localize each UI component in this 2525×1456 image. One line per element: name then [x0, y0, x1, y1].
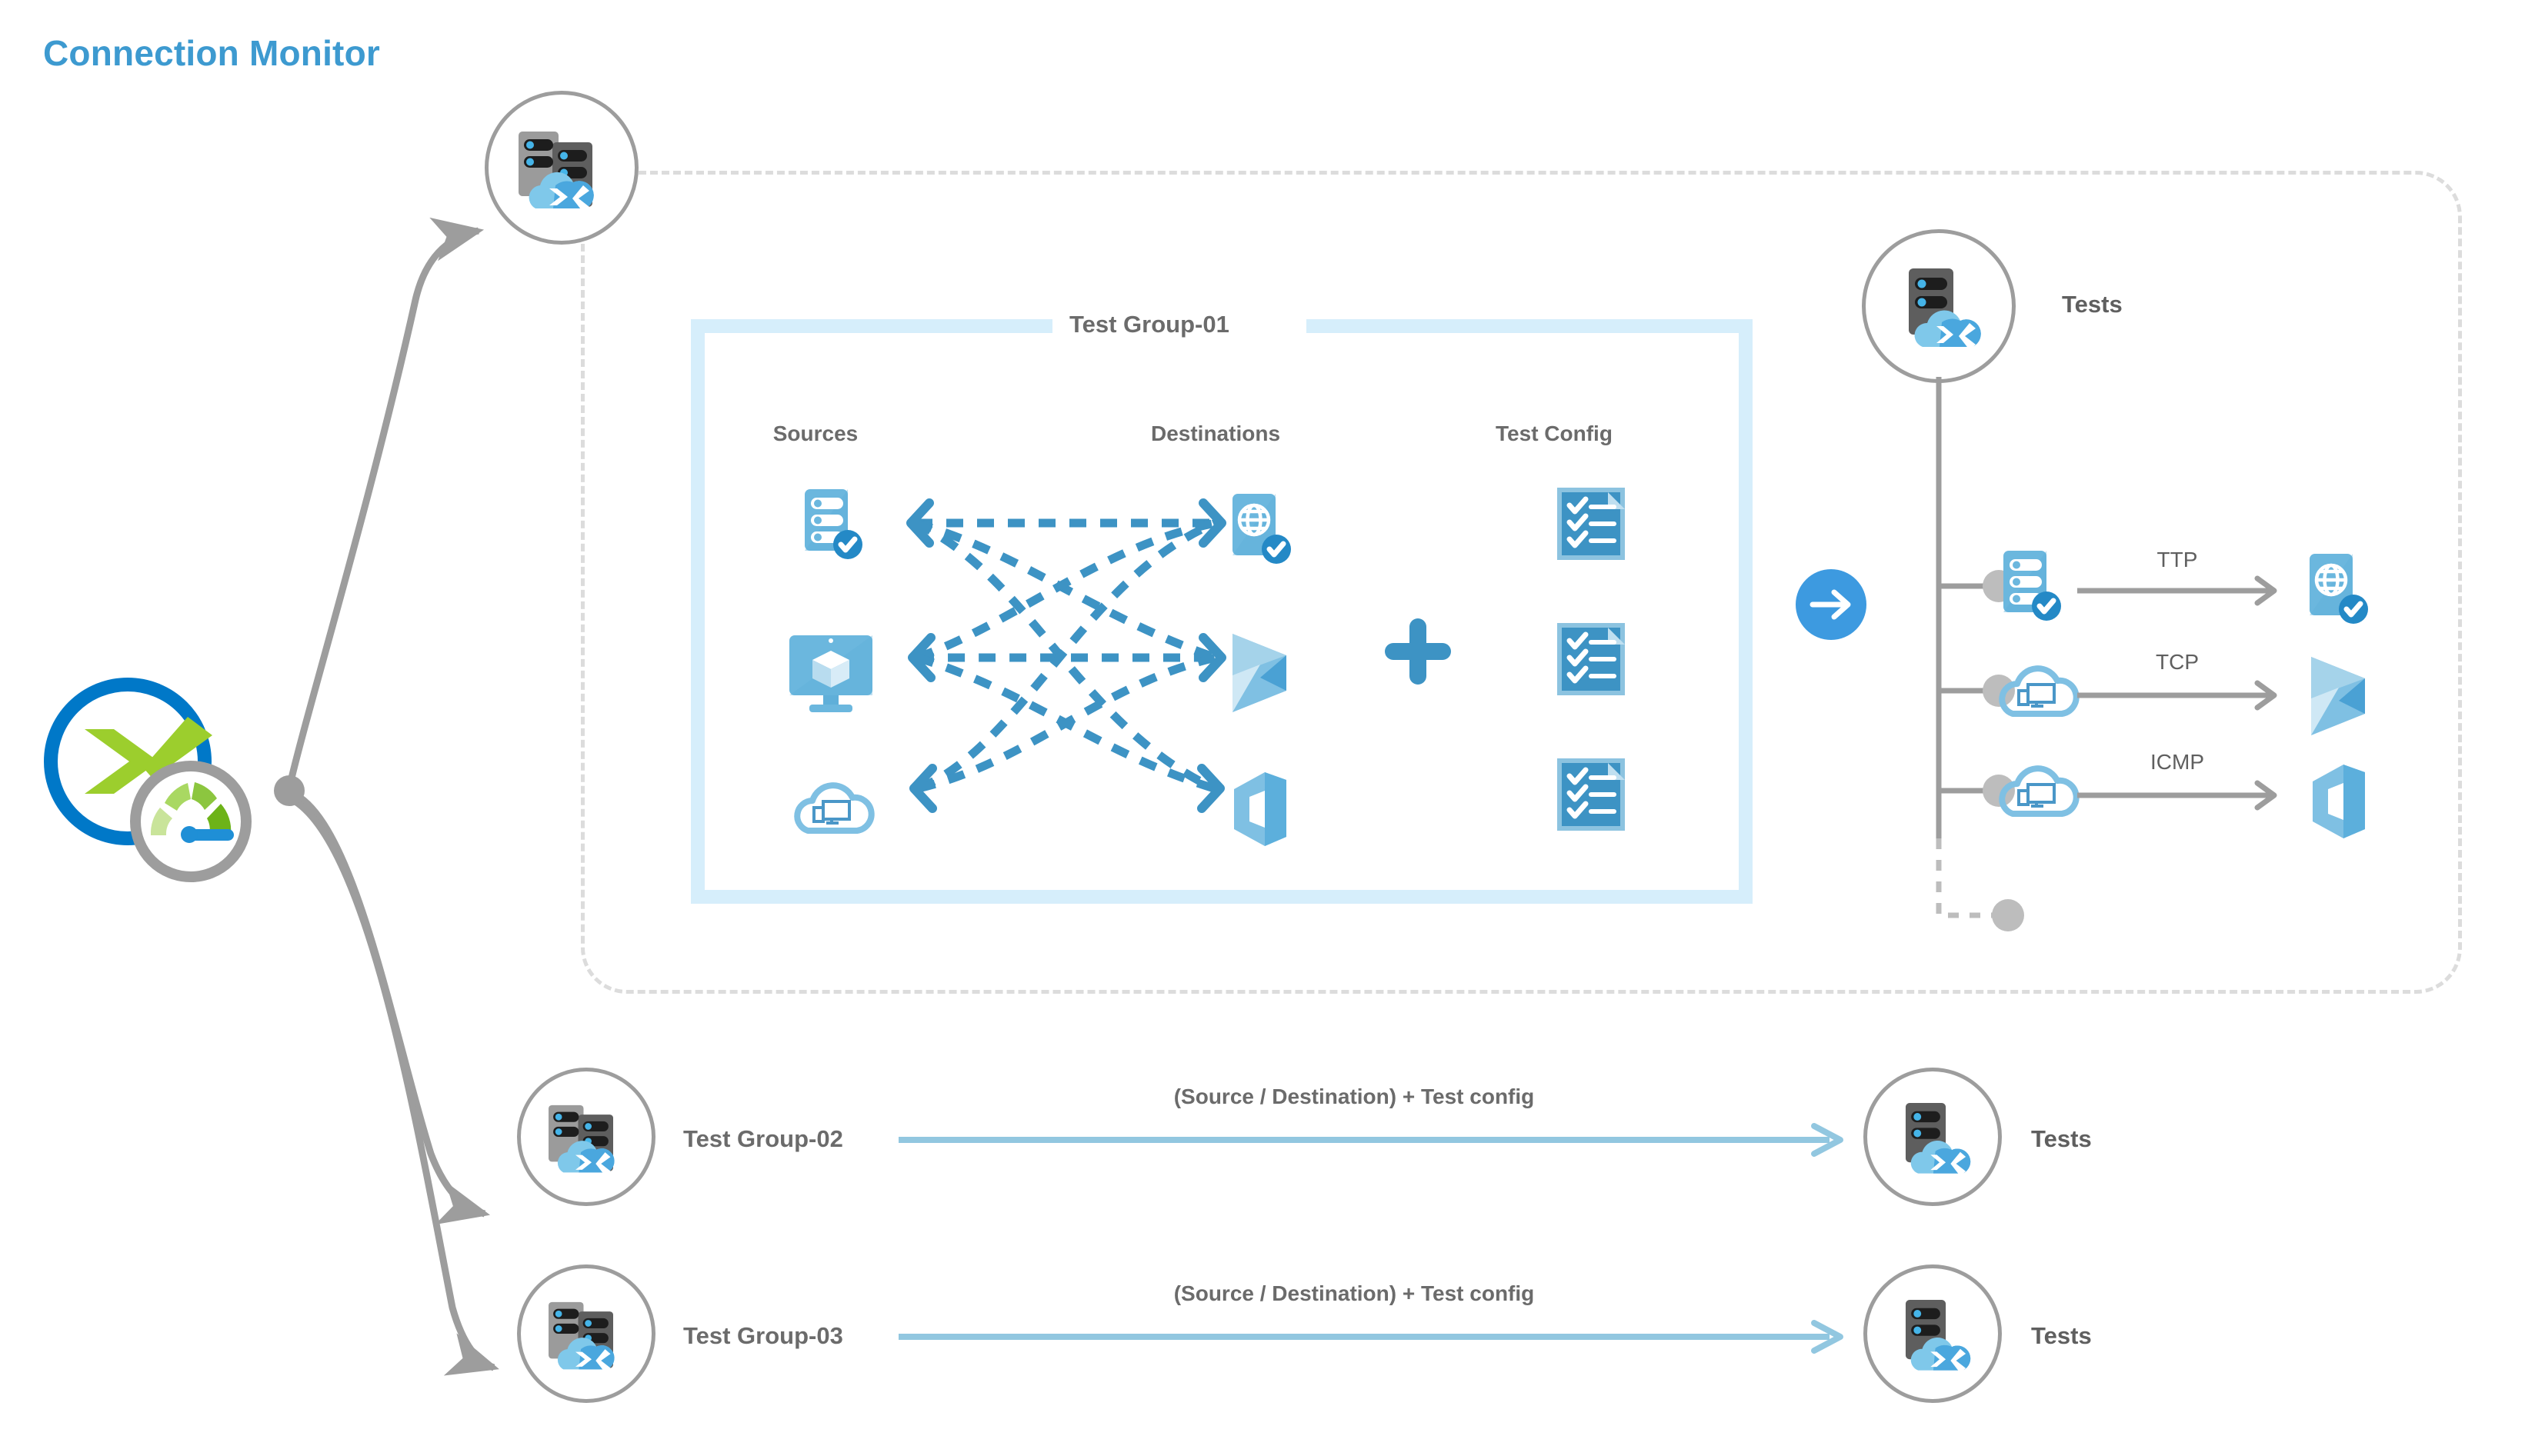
test-group-01-node[interactable]	[485, 91, 639, 245]
tests-row-arrow-2	[2077, 680, 2277, 711]
test-group-02-label: Test Group-02	[683, 1125, 843, 1152]
tests-row-destination-dynamics[interactable]	[2305, 654, 2379, 738]
test-group-02-link-label: (Source / Destination) + Test config	[1173, 1085, 1535, 1108]
test-config-column-header: Test Config	[1496, 421, 1613, 445]
server-cloud-icon	[1905, 1299, 1971, 1374]
test-config-3[interactable]	[1556, 757, 1633, 834]
plus-icon	[1385, 618, 1451, 685]
source-destination-mesh	[906, 498, 1226, 813]
destinations-column-header: Destinations	[1150, 421, 1281, 445]
tests-row-source-cloud-3[interactable]	[1991, 760, 2083, 821]
tests-row-destination-office[interactable]	[2308, 761, 2373, 841]
tests-row-destination-web-app[interactable]	[2305, 551, 2374, 626]
test-group-03-link-label: (Source / Destination) + Test config	[1173, 1281, 1535, 1305]
test-group-02-link-arrow	[899, 1123, 1843, 1157]
servers-cloud-icon	[549, 1301, 615, 1373]
test-group-01-title: Test Group-01	[1069, 311, 1229, 338]
test-group-02-node[interactable]	[517, 1068, 655, 1206]
test-group-03-link-arrow	[899, 1320, 1843, 1354]
tests-node-label: Tests	[2062, 291, 2123, 318]
test-config-2[interactable]	[1556, 621, 1633, 698]
tests-row-source-cloud-2[interactable]	[1991, 660, 2083, 721]
network-watcher-icon	[44, 678, 252, 882]
sources-column-header: Sources	[772, 421, 859, 445]
source-cloud-endpoint[interactable]	[786, 777, 879, 838]
test-group-02-tests-node[interactable]	[1863, 1068, 2002, 1206]
destination-office[interactable]	[1229, 769, 1294, 849]
tests-row-protocol-icmp: ICMP	[2150, 750, 2204, 774]
network-watcher-connector-arrows	[274, 217, 499, 1376]
test-config-1[interactable]	[1556, 486, 1633, 563]
tests-node[interactable]	[1862, 229, 2016, 383]
gauge-icon	[130, 761, 252, 882]
tests-row-arrow-1	[2077, 575, 2277, 606]
test-group-03-tests-node[interactable]	[1863, 1264, 2002, 1403]
test-group-03-node[interactable]	[517, 1264, 655, 1403]
server-cloud-icon	[1909, 268, 1981, 350]
test-group-01-region	[581, 171, 2462, 994]
destination-web-app[interactable]	[1228, 491, 1297, 566]
servers-cloud-icon	[519, 132, 594, 212]
tests-row-arrow-3	[2077, 780, 2277, 811]
page-title: Connection Monitor	[43, 33, 380, 73]
source-server[interactable]	[800, 486, 866, 563]
destination-dynamics[interactable]	[1226, 631, 1300, 715]
test-group-03-label: Test Group-03	[683, 1322, 843, 1349]
tests-row-source-server[interactable]	[1999, 548, 2065, 625]
tests-tree-connectors	[1936, 377, 2024, 931]
test-group-02-tests-label: Tests	[2031, 1125, 2092, 1152]
arrow-right-circle-icon[interactable]	[1796, 569, 1866, 640]
test-group-03-tests-label: Tests	[2031, 1322, 2092, 1349]
tests-row-protocol-tcp: TCP	[2156, 650, 2199, 674]
tests-row-protocol-ttp: TTP	[2156, 548, 2198, 571]
servers-cloud-icon	[549, 1104, 615, 1176]
test-group-01-title-gap	[1052, 314, 1306, 340]
server-cloud-icon	[1905, 1102, 1971, 1177]
source-vm[interactable]	[786, 632, 879, 714]
